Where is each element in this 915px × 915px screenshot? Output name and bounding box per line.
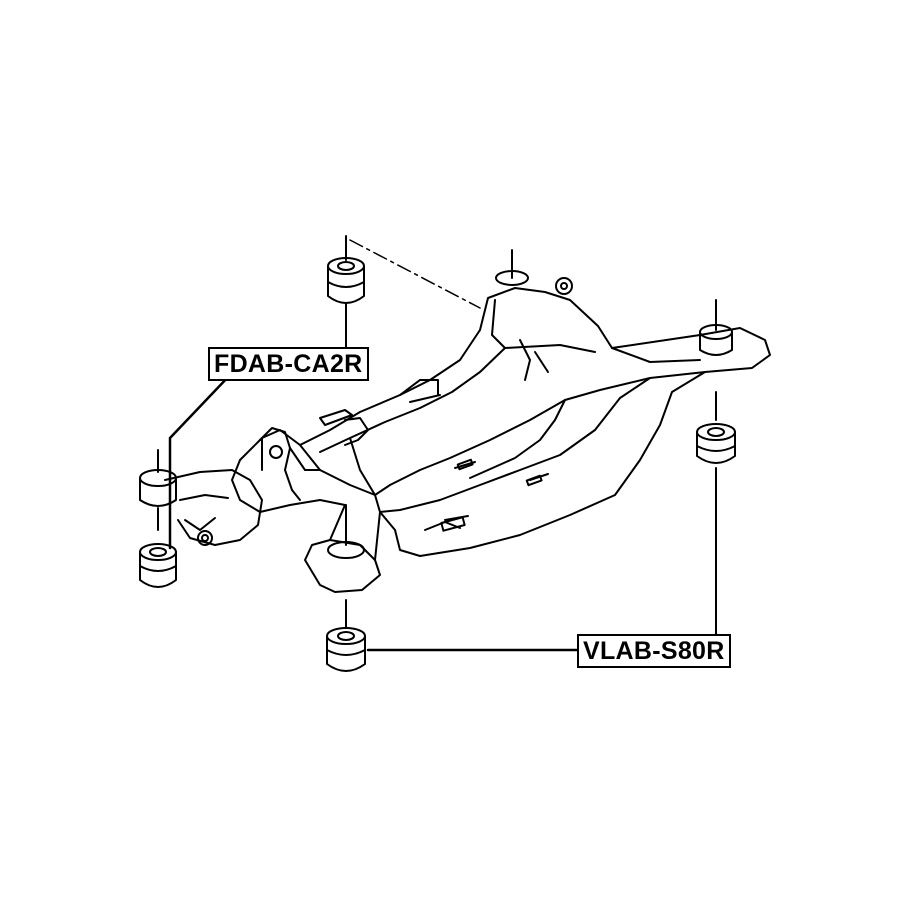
bushing-vlab-right [696, 391, 736, 649]
bushing-front-mounted [327, 504, 365, 559]
bushing-fdab-left-upper [139, 449, 177, 531]
bushing-fdab-left-lower [139, 543, 177, 588]
bushing-fdab-top [327, 235, 365, 348]
leader-fdab [168, 373, 232, 550]
rear-subframe [164, 277, 771, 593]
part-label-fdab: FDAB-CA2R [208, 347, 369, 381]
part-label-vlab: VLAB-S80R [577, 634, 731, 668]
bushing-rear-mid [495, 249, 529, 286]
bushing-rear-right [699, 299, 733, 356]
bushing-vlab-front [326, 599, 366, 672]
